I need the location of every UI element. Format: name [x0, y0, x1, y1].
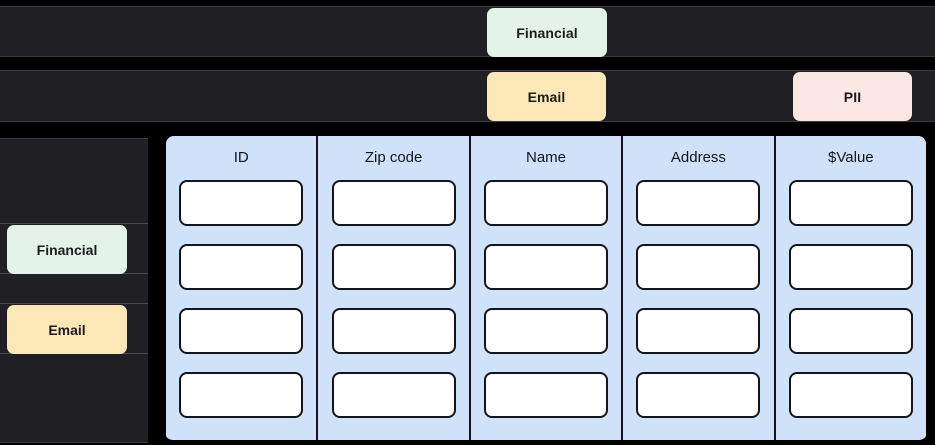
tag-badge-pii-row2[interactable]: PII — [793, 72, 912, 121]
column-cells — [623, 180, 773, 440]
table-cell[interactable] — [484, 308, 609, 354]
data-table: ID Zip code Name Address — [166, 136, 926, 443]
column-cells — [166, 180, 316, 440]
table-column-value: $Value — [773, 136, 926, 440]
table-cell[interactable] — [484, 372, 609, 418]
table-cell[interactable] — [788, 244, 913, 290]
tag-badge-label: PII — [843, 88, 862, 105]
table-cell[interactable] — [484, 180, 609, 226]
table-column-address: Address — [621, 136, 774, 440]
table-cell[interactable] — [788, 372, 913, 418]
sidebar-badge-financial[interactable]: Financial — [7, 225, 127, 274]
table-cell[interactable] — [788, 308, 913, 354]
column-header: Name — [526, 149, 567, 166]
table-cell[interactable] — [179, 180, 304, 226]
table-column-name: Name — [468, 136, 622, 440]
tag-row-1: Financial — [0, 6, 935, 57]
sidebar-panel: Financial Email — [0, 138, 148, 443]
table-column-zip-code: Zip code — [316, 136, 469, 440]
table-cell[interactable] — [331, 180, 456, 226]
tag-badge-label: Email — [527, 88, 566, 105]
table-cell[interactable] — [636, 244, 761, 290]
table-column-id: ID — [166, 136, 317, 440]
table-cell[interactable] — [636, 180, 761, 226]
tag-badge-financial-row1[interactable]: Financial — [487, 8, 607, 57]
sidebar-divider — [0, 223, 148, 224]
tag-row-2: Email PII — [0, 70, 935, 122]
column-header: $Value — [828, 149, 874, 166]
sidebar-badge-label: Email — [48, 321, 86, 338]
table-cell[interactable] — [179, 244, 304, 290]
sidebar-divider — [0, 303, 148, 304]
column-cells — [471, 180, 621, 440]
column-header: Address — [670, 149, 726, 166]
column-cells — [776, 180, 926, 440]
table-cell[interactable] — [636, 308, 761, 354]
column-cells — [318, 180, 468, 440]
tag-badge-label: Financial — [516, 24, 578, 41]
table-cell[interactable] — [484, 244, 609, 290]
table-cell[interactable] — [331, 308, 456, 354]
tag-badge-email-row2[interactable]: Email — [487, 72, 606, 121]
column-header: ID — [233, 149, 249, 166]
column-header: Zip code — [364, 149, 423, 166]
sidebar-badge-label: Financial — [36, 241, 98, 258]
table-cell[interactable] — [331, 372, 456, 418]
table-cell[interactable] — [331, 244, 456, 290]
table-cell[interactable] — [179, 308, 304, 354]
table-cell[interactable] — [179, 372, 304, 418]
sidebar-badge-email[interactable]: Email — [7, 305, 127, 354]
table-cell[interactable] — [636, 372, 761, 418]
table-cell[interactable] — [788, 180, 913, 226]
